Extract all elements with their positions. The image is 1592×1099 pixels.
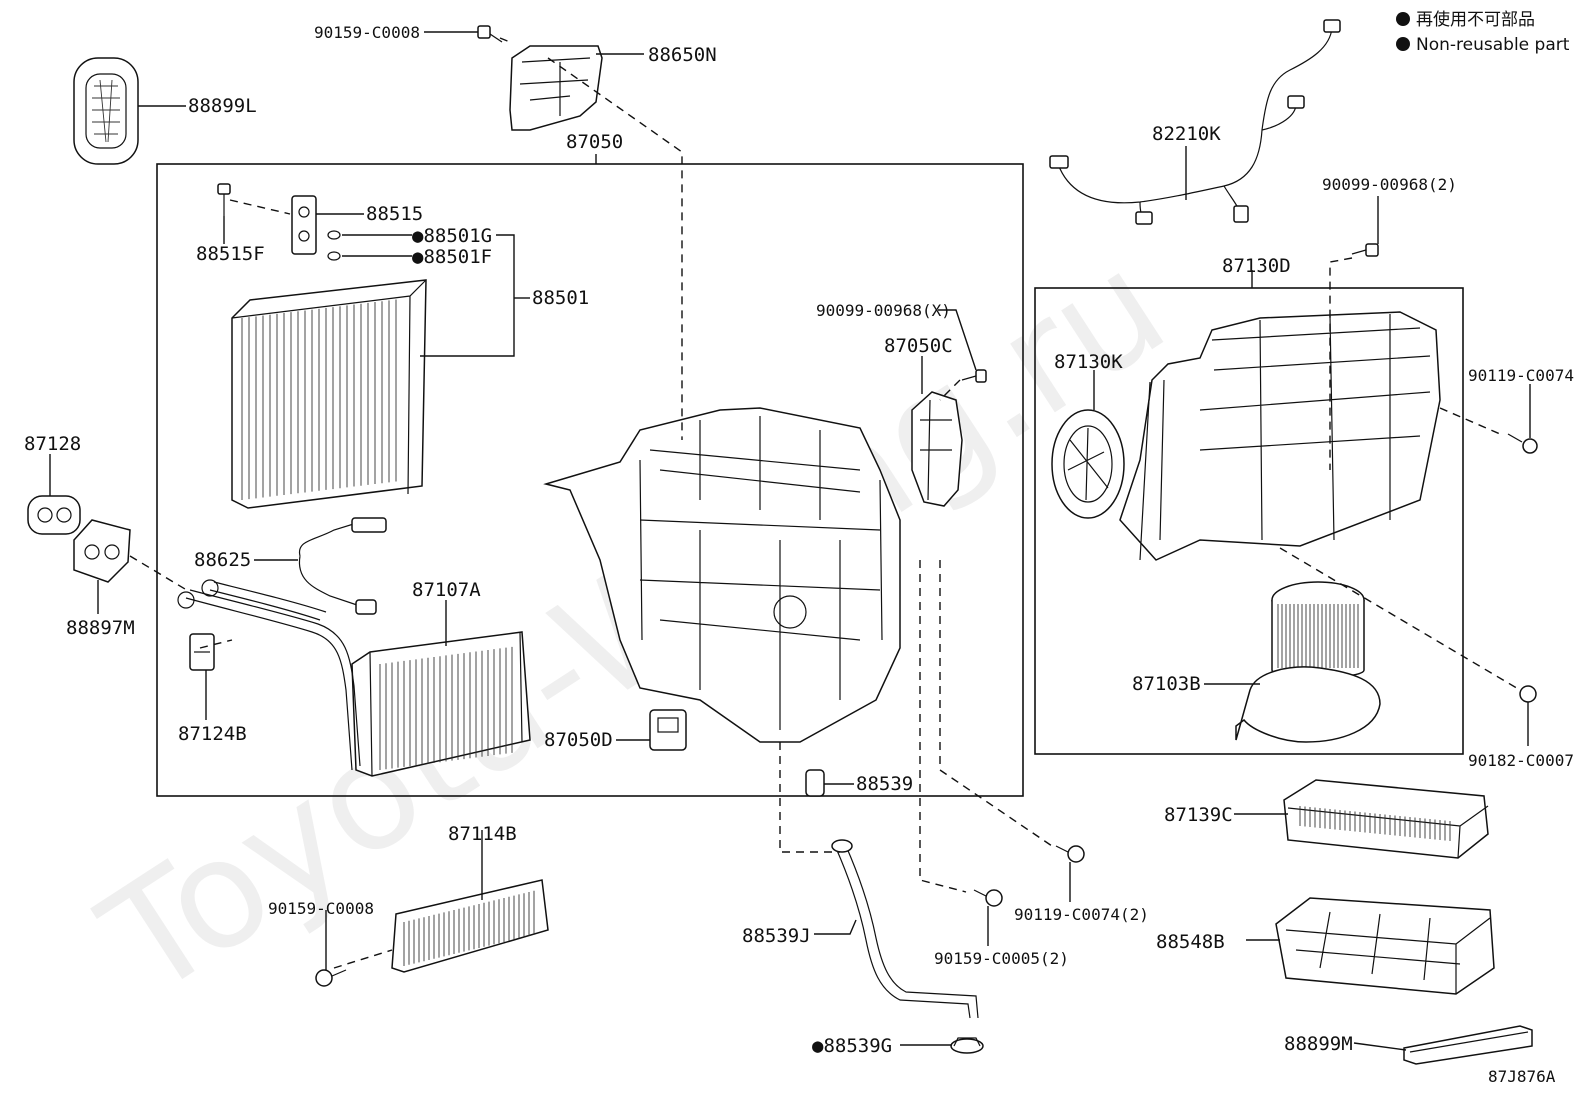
label-87050: 87050: [566, 131, 623, 153]
part-87050C: [911, 391, 963, 507]
legend: 再使用不可部品 Non-reusable part: [1396, 9, 1570, 55]
leader-lines: [49, 31, 1531, 1051]
part-88539J-hose: [831, 839, 979, 1019]
label-90159-C0008-bottom: 90159-C0008: [268, 899, 374, 918]
label-88899M: 88899M: [1284, 1033, 1353, 1055]
part-88899M-strip: [1403, 1025, 1533, 1065]
part-90119-C0074-screw: [1507, 433, 1538, 454]
label-88539J: 88539J: [742, 925, 811, 947]
part-labels: 90159-C0008 88650N 88899L 87050 88515 88…: [24, 23, 1574, 1086]
label-88650N: 88650N: [648, 44, 717, 66]
part-87124B-clamp: [189, 633, 215, 671]
label-88501G: ●88501G: [412, 225, 492, 247]
part-90099-00968-2-screw: [1351, 243, 1379, 257]
part-82210K-harness: [1049, 19, 1341, 225]
part-90159-C0008-bottom: [315, 969, 347, 987]
part-90182-C0007: [1519, 685, 1537, 703]
legend-english: Non-reusable part: [1416, 35, 1570, 55]
label-90182-C0007: 90182-C0007: [1468, 751, 1574, 770]
label-87050C: 87050C: [884, 335, 953, 357]
part-87114B-ptc-heater: [391, 879, 549, 973]
part-88515F-bolt: [217, 183, 231, 216]
label-87128: 87128: [24, 433, 81, 455]
label-90099-00968X: 90099-00968(X): [816, 301, 951, 320]
part-88548B-tray: [1275, 897, 1495, 995]
label-87103B: 87103B: [1132, 673, 1201, 695]
part-90159-C0008-top: [477, 25, 503, 43]
label-88501F: ●88501F: [412, 246, 492, 268]
label-88548B: 88548B: [1156, 931, 1225, 953]
label-82210K: 82210K: [1152, 123, 1221, 145]
label-88501: 88501: [532, 287, 589, 309]
assembly-box-87130D: [1034, 287, 1464, 755]
part-88625-sensor: [298, 517, 387, 615]
label-90119-C0074-2: 90119-C0074(2): [1014, 905, 1149, 924]
assembly-box-87050: [156, 163, 1024, 797]
label-88539G: ●88539G: [812, 1035, 892, 1057]
part-88897M: [73, 519, 131, 583]
part-87050D-actuator: [649, 709, 687, 751]
label-88897M: 88897M: [66, 617, 135, 639]
label-88539: 88539: [856, 773, 913, 795]
part-87139C-filter: [1283, 779, 1489, 859]
label-87107A: 87107A: [412, 579, 481, 601]
label-90159-C0008-top: 90159-C0008: [314, 23, 420, 42]
dashed-assembly-lines: [129, 37, 1521, 969]
label-90159-C0005-2: 90159-C0005(2): [934, 949, 1069, 968]
part-87128-grommet: [27, 495, 81, 535]
label-90099-00968-2: 90099-00968(2): [1322, 175, 1457, 194]
diagram-code: 87J876A: [1488, 1067, 1556, 1086]
part-88650N: [509, 45, 603, 131]
part-90159-C0005-2-screw: [973, 889, 1003, 907]
part-88501-evaporator: [231, 279, 427, 509]
part-87130K-cover: [1051, 409, 1125, 519]
label-88515: 88515: [366, 203, 423, 225]
legend-japanese: 再使用不可部品: [1416, 9, 1535, 30]
part-88539-fitting: [805, 769, 825, 797]
label-88625: 88625: [194, 549, 251, 571]
label-87130D: 87130D: [1222, 255, 1291, 277]
part-90119-C0074-2-screw: [1055, 845, 1085, 863]
label-87124B: 87124B: [178, 723, 247, 745]
label-88515F: 88515F: [196, 243, 265, 265]
part-88501G-oring: [327, 230, 341, 240]
part-88899L: [73, 57, 139, 165]
label-87050D: 87050D: [544, 729, 613, 751]
label-88899L: 88899L: [188, 95, 257, 117]
part-88501F-oring: [327, 251, 341, 261]
part-87107A-heater-core: [177, 579, 531, 777]
part-90099-00968X-screw: [961, 369, 987, 383]
part-87050-housing: [543, 407, 901, 743]
part-87103B-blower: [1235, 581, 1381, 743]
part-88515: [291, 195, 317, 255]
label-87139C: 87139C: [1164, 804, 1233, 826]
label-87130K: 87130K: [1054, 351, 1123, 373]
part-88539G: [950, 1037, 984, 1054]
label-87114B: 87114B: [448, 823, 517, 845]
label-90119-C0074: 90119-C0074: [1468, 366, 1574, 385]
part-87130D-housing: [1119, 311, 1441, 561]
